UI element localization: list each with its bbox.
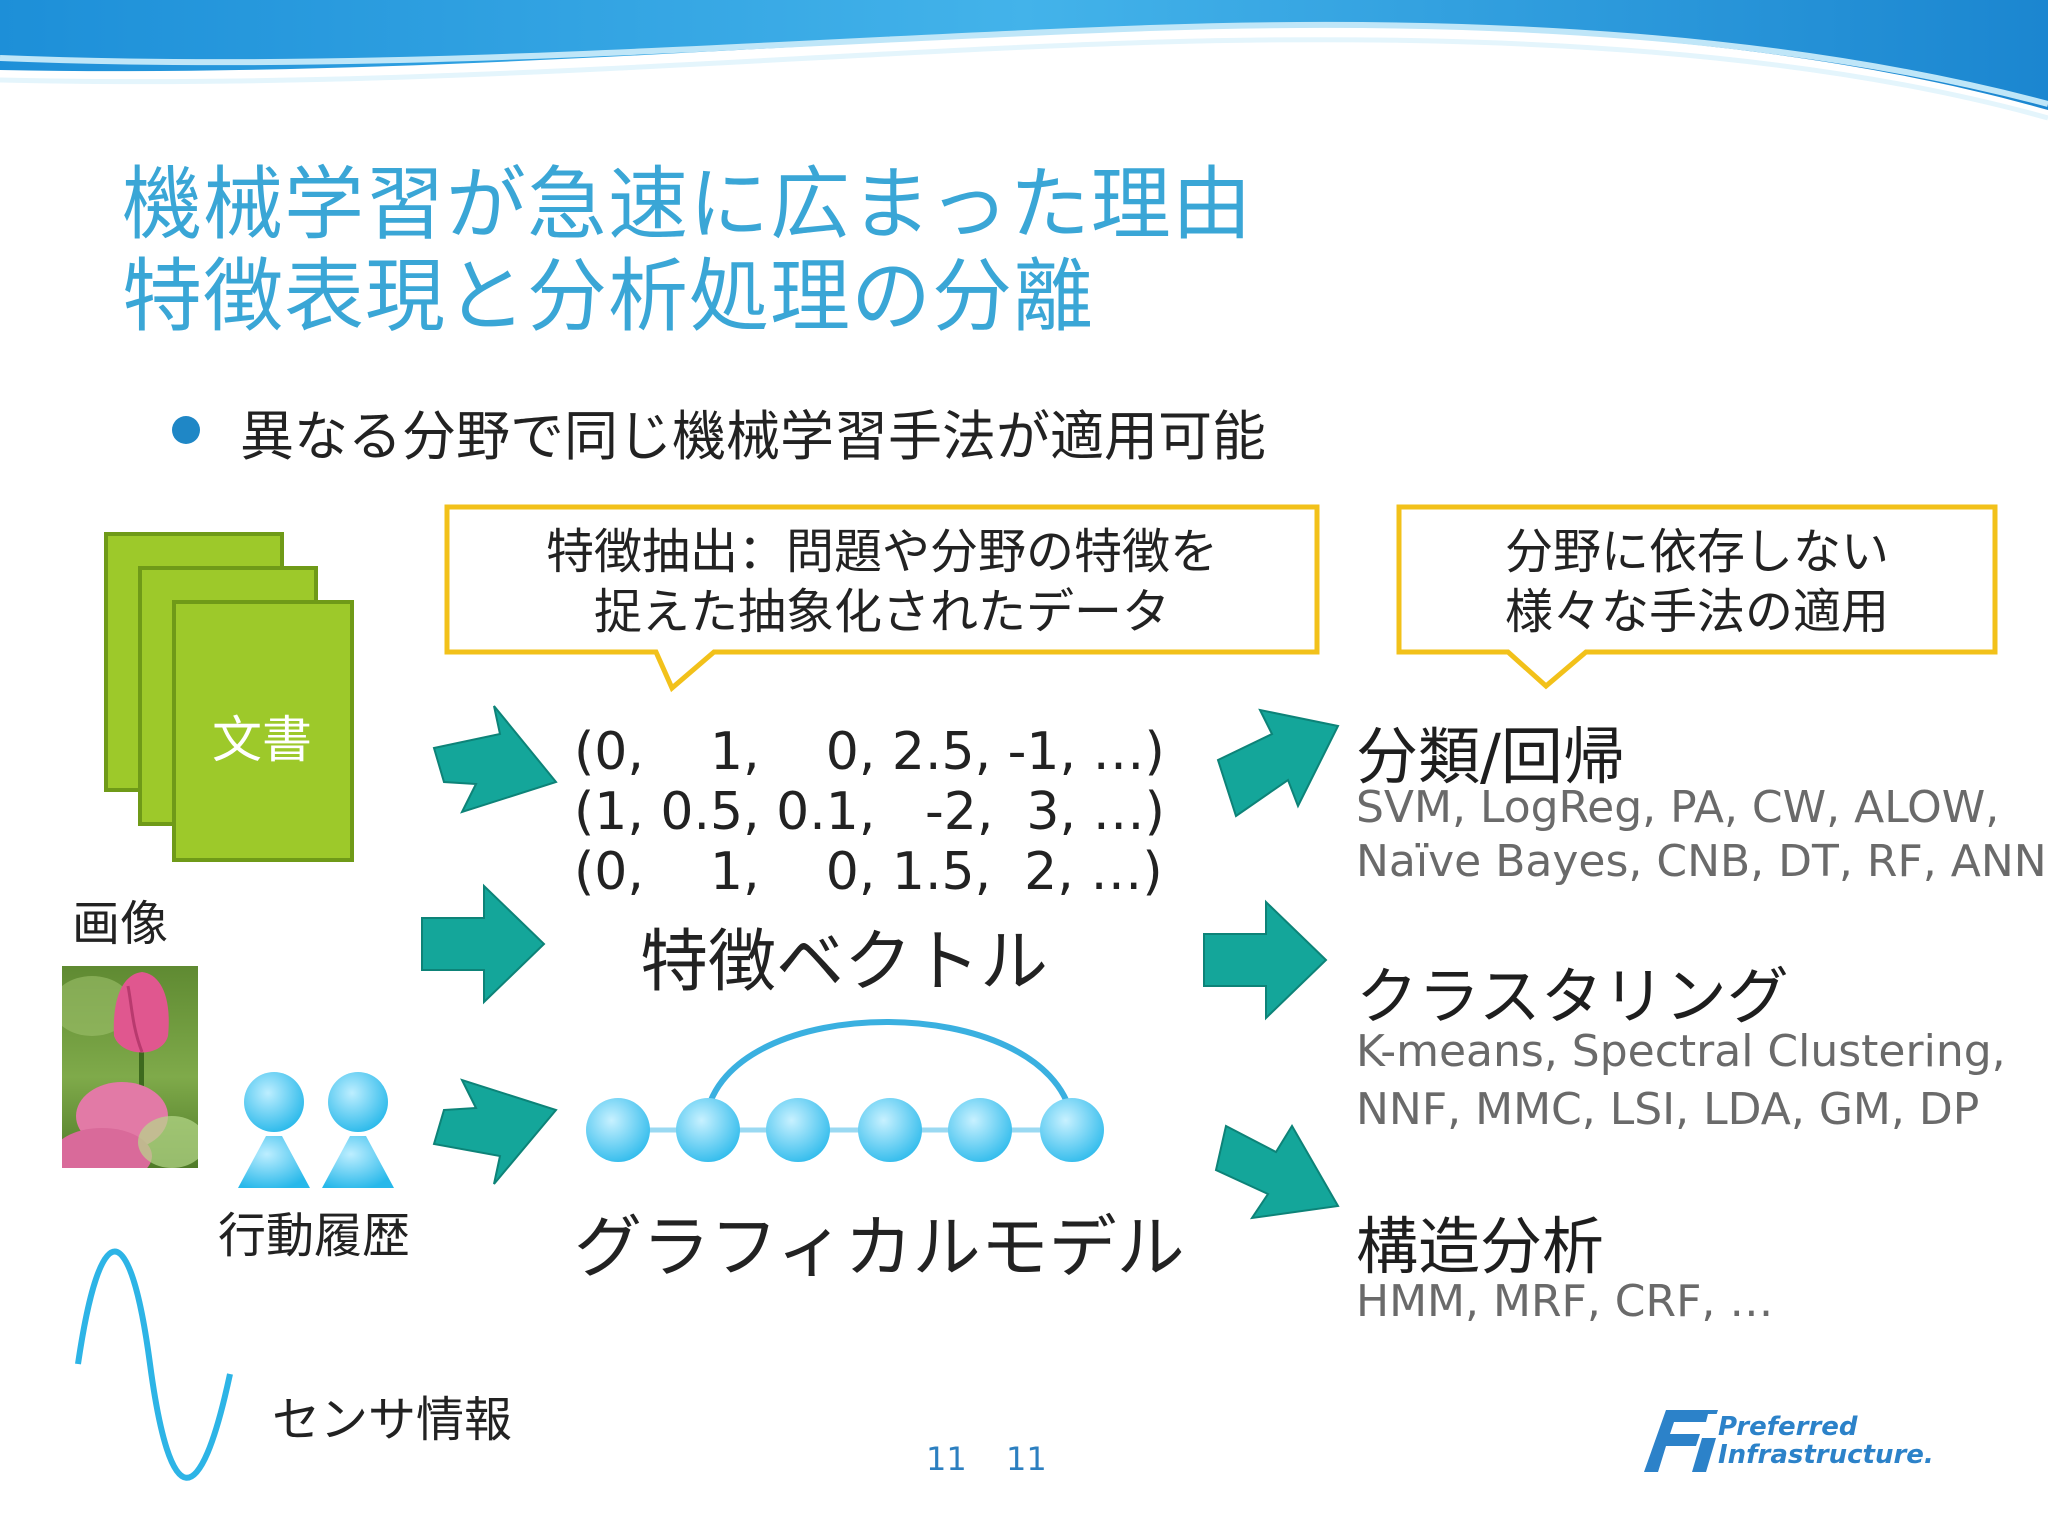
document-card-front [172, 600, 354, 862]
arrow-right-icon [1214, 1124, 1340, 1220]
method-classification-line-1: SVM, LogReg, PA, CW, ALOW, [1356, 782, 2000, 833]
callout-left-line-2: 捉えた抽象化されたデータ [593, 584, 1170, 640]
image-label: 画像 [72, 896, 169, 952]
title-line-2: 特徴表現と分析処理の分離 [122, 250, 1094, 343]
behavior-history-label: 行動履歴 [218, 1208, 411, 1264]
method-clustering-line-1: K-means, Spectral Clustering, [1356, 1026, 2006, 1077]
callout-feature-extraction: 特徴抽出：問題や分野の特徴を 捉えた抽象化されたデータ [444, 504, 1320, 694]
page-number-secondary: 11 [1006, 1440, 1047, 1478]
arrow-right-icon [432, 705, 558, 814]
page-number: 11 [926, 1440, 967, 1478]
header-wave-decoration [0, 0, 2048, 121]
users-icon [238, 1072, 394, 1188]
logo-text-line-2: Infrastructure. [1718, 1440, 1934, 1470]
document-label: 文書 [212, 711, 312, 769]
method-structure-line-1: HMM, MRF, CRF, … [1356, 1276, 1774, 1327]
method-classification-line-2: Naïve Bayes, CNB, DT, RF, ANN [1356, 836, 2047, 887]
callout-left-line-1: 特徴抽出：問題や分野の特徴を [545, 524, 1218, 580]
logo-text-line-1: Preferred [1718, 1412, 1858, 1442]
graphical-model-label: グラフィカルモデル [574, 1209, 1185, 1288]
arrow-right-icon [1203, 899, 1328, 1021]
callout-box-icon [1396, 504, 1998, 690]
method-classification-title: 分類/回帰 [1356, 720, 1625, 793]
method-structure-title: 構造分析 [1356, 1210, 1605, 1283]
bullet-icon [172, 416, 200, 444]
feature-vector-label: 特徴ベクトル [640, 923, 1049, 1002]
bullet-text: 異なる分野で同じ機械学習手法が適用可能 [240, 405, 1266, 468]
method-clustering-title: クラスタリング [1356, 960, 1789, 1033]
feature-vector-row: (1, 0.5, 0.1, -2, 3, …) [574, 782, 1165, 842]
sensor-wave-icon [75, 1248, 233, 1481]
title-line-1: 機械学習が急速に広まった理由 [122, 158, 1253, 251]
tulip-photo-icon [62, 966, 198, 1168]
arrow-right-icon [432, 1078, 558, 1185]
arrow-right-icon [421, 883, 546, 1005]
graphical-model-icon [586, 1019, 1104, 1162]
sensor-info-label: センサ情報 [272, 1392, 513, 1448]
callout-method-application: 分野に依存しない 様々な手法の適用 [1396, 504, 1998, 694]
callout-right-line-2: 様々な手法の適用 [1504, 584, 1889, 640]
feature-vector-row: (0, 1, 0, 1.5, 2, …) [574, 842, 1163, 902]
company-logo-icon [1644, 1410, 1718, 1472]
arrow-right-icon [1216, 708, 1340, 818]
callout-box-icon [444, 504, 1320, 693]
feature-vector-row: (0, 1, 0, 2.5, -1, …) [574, 722, 1165, 782]
method-clustering-line-2: NNF, MMC, LSI, LDA, GM, DP [1356, 1084, 1980, 1135]
callout-right-line-1: 分野に依存しない [1504, 524, 1889, 580]
